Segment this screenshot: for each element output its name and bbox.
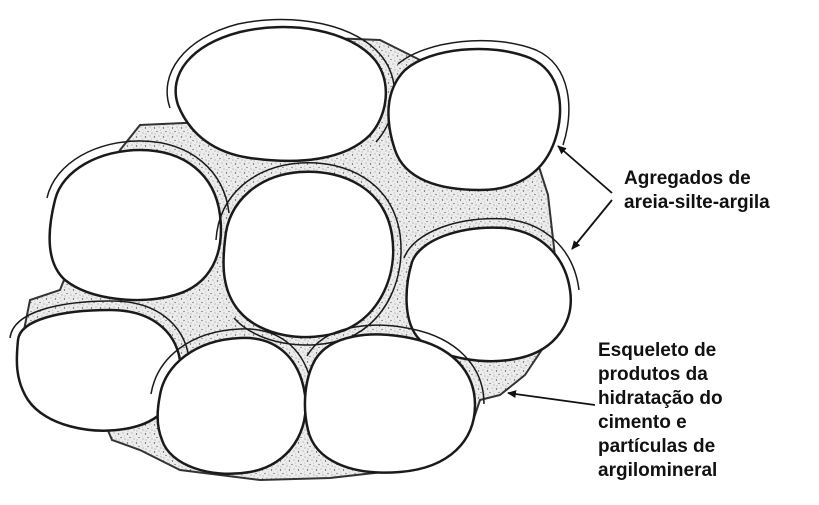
aggregates-label-line-1: Agregados de <box>624 167 770 191</box>
arrow-to-cement-skeleton <box>508 393 595 405</box>
aggregate-right <box>407 228 571 361</box>
arrow-to-upper-aggregate <box>558 146 612 193</box>
aggregate-center <box>224 172 394 337</box>
arrow-to-lower-aggregate <box>572 200 612 249</box>
aggregate-bottom-left <box>17 310 181 431</box>
skeleton-label-line-2: produtos da <box>598 363 723 387</box>
aggregate-bottom-right <box>305 334 475 472</box>
aggregate-top-center <box>176 27 386 161</box>
skeleton-label-line-4: cimento e <box>598 411 723 435</box>
skeleton-label-line-5: partículas de <box>598 435 723 459</box>
aggregate-top-right <box>388 49 560 190</box>
skeleton-label-line-1: Esqueleto de <box>598 339 723 363</box>
skeleton-label-line-6: argilomineral <box>598 459 723 483</box>
aggregates-label: Agregados de areia-silte-argila <box>624 167 770 215</box>
skeleton-label: Esqueleto de produtos da hidratação do c… <box>598 339 723 483</box>
aggregate-left <box>50 150 221 300</box>
aggregates-label-line-2: areia-silte-argila <box>624 191 770 215</box>
skeleton-label-line-3: hidratação do <box>598 387 723 411</box>
